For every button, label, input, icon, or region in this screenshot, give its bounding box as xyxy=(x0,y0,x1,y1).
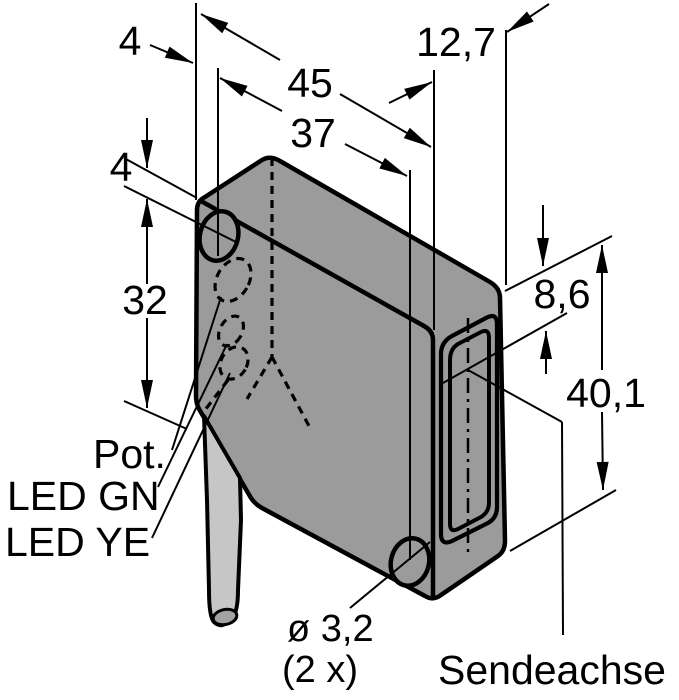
sensor-body xyxy=(193,155,508,601)
dim-401-value: 40,1 xyxy=(566,370,646,416)
lens-window-inner xyxy=(448,328,491,533)
ext-86-lower xyxy=(442,312,568,384)
dim-45-right xyxy=(339,93,432,148)
dim-37-left xyxy=(219,77,283,112)
dim-127-left-arrow xyxy=(388,81,433,104)
ext-top-corner xyxy=(123,157,198,199)
dim-4-top-value: 4 xyxy=(119,18,142,64)
send-axis xyxy=(467,369,564,636)
ext-hole-center xyxy=(123,185,239,244)
send-axis-label: Sendeachse xyxy=(438,647,666,693)
dim-32-value: 32 xyxy=(122,277,168,323)
pot-leader xyxy=(171,296,222,451)
cable xyxy=(202,414,243,628)
pot-label: Pot. xyxy=(93,431,166,477)
lens-window xyxy=(438,313,500,552)
hole-diameter-label: ø 3,2 xyxy=(287,608,374,650)
dim-37-value: 37 xyxy=(290,110,336,156)
extension-lines xyxy=(123,3,617,560)
led-green-leader xyxy=(157,343,228,488)
dim-4-top-arrow xyxy=(149,44,194,64)
dim-127-value: 12,7 xyxy=(416,19,496,65)
leader-lines xyxy=(151,296,431,609)
led-green-label: LED GN xyxy=(7,473,160,519)
ext-86-upper xyxy=(504,235,613,292)
dim-37-right xyxy=(344,143,408,177)
send-axis-diagonal xyxy=(467,369,563,423)
led-green-outline xyxy=(216,314,246,348)
led-yellow-leader xyxy=(151,372,231,539)
dim-45-value: 45 xyxy=(287,60,333,106)
hole-count-label: (2 x) xyxy=(282,649,358,691)
dim-4-left-value: 4 xyxy=(110,144,133,190)
cable-end-core xyxy=(211,607,239,627)
top-face-edge xyxy=(198,198,436,600)
lens-window-outer xyxy=(438,313,500,545)
dimension-lines xyxy=(141,3,609,491)
hole-diameter-leader xyxy=(349,541,431,609)
send-axis-leader xyxy=(561,421,564,636)
dim-45-left xyxy=(200,13,281,61)
dim-86-value: 8,6 xyxy=(534,271,591,317)
dim-401-bottom-arrow xyxy=(596,411,609,491)
potentiometer-outline xyxy=(213,256,253,304)
dim-127-right-arrow xyxy=(506,3,550,33)
led-yellow-label: LED YE xyxy=(5,519,150,565)
housing-outline xyxy=(193,155,508,601)
ext-lower xyxy=(123,400,188,430)
internal-features xyxy=(203,158,311,427)
internal-light-path xyxy=(203,158,311,427)
led-yellow-outline xyxy=(218,345,250,381)
